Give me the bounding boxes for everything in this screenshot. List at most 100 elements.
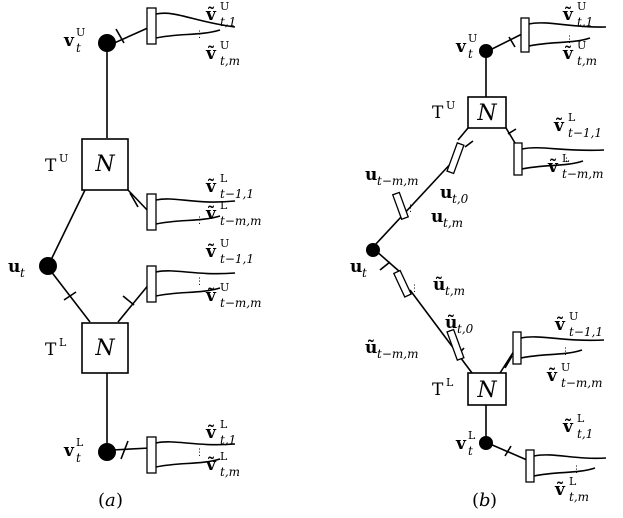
out-sub-bot: t,m <box>577 54 597 68</box>
out-label: ṽ <box>562 417 574 437</box>
fan-top <box>155 270 236 275</box>
edge-TU-to-u <box>49 189 86 263</box>
tick <box>129 192 139 208</box>
buffer-u-lower: ⋮ ũ t,m ũ t,0 ũ t−m,m <box>365 269 474 361</box>
tick <box>115 28 125 44</box>
buffer-vL: ⋮ ṽ L t,1 ṽ L t,m <box>525 412 607 504</box>
out-sup: U <box>220 39 229 52</box>
buffer-bar <box>520 17 530 53</box>
fan-top <box>528 22 607 28</box>
dots: ⋮ <box>410 284 419 294</box>
fan-top <box>155 198 236 203</box>
out-sup: U <box>220 0 229 13</box>
vL-label: v <box>63 441 75 461</box>
fan-top <box>155 441 236 446</box>
dots: ⋮ <box>572 465 581 475</box>
out-sub-top: t−1,1 <box>569 325 603 339</box>
u-top-sub: t,0 <box>452 192 469 206</box>
vL-sub: t <box>468 444 473 458</box>
out-label: ṽ <box>554 480 566 500</box>
buffer-bar <box>513 142 523 176</box>
node-vU <box>98 34 116 52</box>
u-right-label: ũ <box>433 275 445 295</box>
panel-a: N N T U T L u t v U t v L t ⋮ ṽ U t,1 ṽ … <box>8 0 261 511</box>
vU-sup: U <box>468 32 477 45</box>
out-label: ṽ <box>205 44 217 64</box>
vU-sup: U <box>76 26 85 39</box>
u-top-label: ũ <box>445 313 457 333</box>
u-right-sub: t,m <box>445 284 465 298</box>
buffer-u-upper: ⋮ u t−m,m u t,0 u t,m <box>365 142 469 230</box>
out-sub-top: t,1 <box>577 427 593 441</box>
caption-a-close: ) <box>116 490 123 511</box>
dots: ⋮ <box>406 204 415 214</box>
out-sup: L <box>569 475 577 488</box>
fan-bot <box>155 29 221 39</box>
fan-bot <box>155 458 221 468</box>
out-sub-top: t−1,1 <box>220 252 254 266</box>
u-label: u <box>350 257 362 277</box>
out-sub-bot: t−m,m <box>220 296 261 310</box>
upper-N-label: N <box>94 152 115 177</box>
fan-bot <box>155 215 221 225</box>
vU-label: v <box>455 37 467 57</box>
lower-N-label: N <box>476 378 497 403</box>
out-sub-top: t,1 <box>577 15 593 29</box>
fan-top <box>521 146 605 152</box>
out-sub-bot: t−m,m <box>220 214 261 228</box>
dots: ⋮ <box>562 157 571 167</box>
out-sup: U <box>577 0 586 13</box>
tick <box>504 355 513 369</box>
fan-bot <box>521 160 584 170</box>
u-left-sub: t−m,m <box>377 174 418 188</box>
dots: ⋮ <box>565 35 574 45</box>
vU-sub: t <box>76 41 81 55</box>
buffer-bar <box>146 7 157 45</box>
buffer-bar-2 <box>391 191 410 221</box>
out-sub-top: t,1 <box>220 433 236 447</box>
node-u <box>39 257 57 275</box>
dots: ⋮ <box>195 277 204 287</box>
edge-vL-to-buf <box>489 443 528 461</box>
upper-N-box <box>467 96 507 129</box>
fan-top <box>155 12 236 28</box>
caption-a-letter: a <box>105 490 116 511</box>
edge-vU-to-buf <box>111 26 151 45</box>
buffer-bar <box>146 265 157 303</box>
node-vL <box>98 443 116 461</box>
edge-vL-to-buf <box>111 447 151 451</box>
out-label: ṽ <box>205 455 217 475</box>
vL-sup: L <box>76 436 84 449</box>
upper-T-sup: U <box>59 152 68 165</box>
edge-bufU-to-u <box>374 159 455 246</box>
out-sup: L <box>220 172 228 185</box>
buffer-vU: ⋮ ṽ U t,1 ṽ U t,m <box>146 0 240 68</box>
caption-b-close: ) <box>490 490 497 511</box>
tick <box>63 291 77 301</box>
node-vL <box>479 436 493 450</box>
fan-top <box>533 454 607 460</box>
u-top-label: u <box>440 183 452 203</box>
edge-TU-to-bufU <box>457 127 469 141</box>
caption-b-letter: b <box>479 490 491 511</box>
u-sub: t <box>20 266 25 280</box>
out-sub-bot: t−m,m <box>561 376 602 390</box>
upper-T-label: T <box>432 103 444 123</box>
out-sup: L <box>220 450 228 463</box>
caption-b-open: ( <box>472 490 479 511</box>
fan-bot <box>155 287 221 297</box>
buffer-bar <box>525 449 535 483</box>
fan-bot <box>520 349 583 359</box>
out-sup: L <box>220 418 228 431</box>
buffer-lower-U: ⋮ ṽ U t−1,1 ṽ U t−m,m <box>512 310 605 390</box>
vU-sub: t <box>468 47 473 61</box>
lower-N-box <box>467 372 507 406</box>
u-left-label: ũ <box>365 338 377 358</box>
out-label: ṽ <box>547 157 559 177</box>
tick <box>120 440 129 460</box>
buffer-bar <box>446 142 465 175</box>
lower-T-sup: L <box>446 376 454 389</box>
out-label: ṽ <box>554 315 566 335</box>
node-u <box>366 243 380 257</box>
